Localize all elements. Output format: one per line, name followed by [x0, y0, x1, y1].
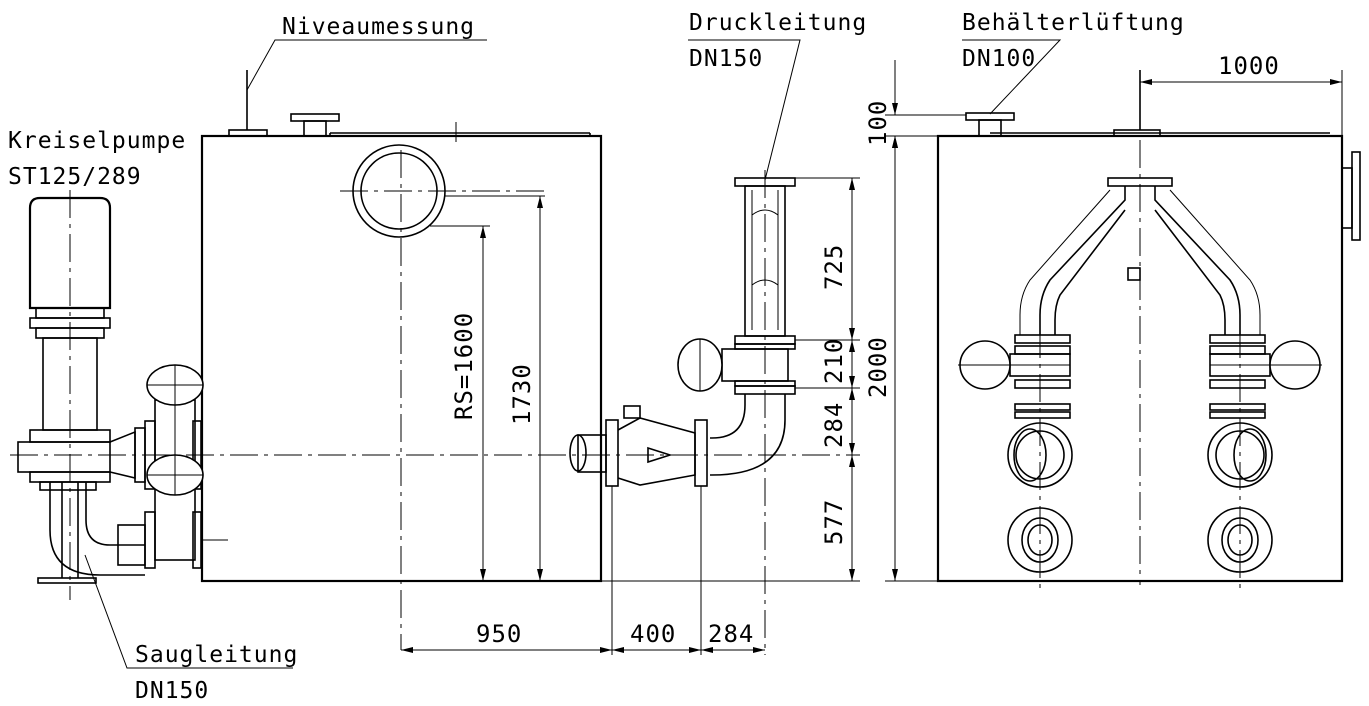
leader-lines — [84, 39, 1062, 669]
dimension-lines — [401, 60, 1343, 655]
dim-2000: 2000 — [864, 336, 892, 398]
tank-front-view — [10, 70, 860, 650]
label-behaelterlueftung-dn: DN100 — [962, 46, 1036, 72]
dim-577: 577 — [820, 499, 848, 545]
level-probe — [228, 70, 268, 137]
branch-right — [1207, 330, 1322, 590]
label-druckleitung: Druckleitung — [689, 10, 867, 36]
dim-400: 400 — [630, 620, 676, 648]
vent-nozzle-front — [290, 113, 340, 137]
label-niveaumessung: Niveaumessung — [282, 14, 475, 40]
dim-950: 950 — [476, 620, 522, 648]
dim-100: 100 — [864, 100, 892, 146]
dim-284-bottom: 284 — [708, 620, 754, 648]
dim-284-side: 284 — [820, 402, 848, 448]
label-kreiselpumpe: Kreiselpumpe — [8, 128, 186, 154]
branch-left — [958, 330, 1073, 590]
label-pump-type: ST125/289 — [8, 164, 142, 190]
dim-725: 725 — [820, 244, 848, 290]
check-valve-body — [146, 364, 204, 496]
label-saugleitung: Saugleitung — [135, 642, 298, 668]
centrifugal-pump — [17, 190, 228, 600]
label-behaelterlueftung: Behälterlüftung — [962, 10, 1185, 36]
dim-rs1600: RS=1600 — [450, 312, 478, 420]
dim-1730: 1730 — [508, 363, 536, 425]
tank-side-view — [936, 70, 1361, 590]
dim-210: 210 — [820, 338, 848, 384]
label-druckleitung-dn: DN150 — [689, 46, 763, 72]
dim-1000: 1000 — [1218, 52, 1280, 80]
discharge-line-side — [569, 170, 796, 655]
label-saugleitung-dn: DN150 — [135, 678, 209, 704]
